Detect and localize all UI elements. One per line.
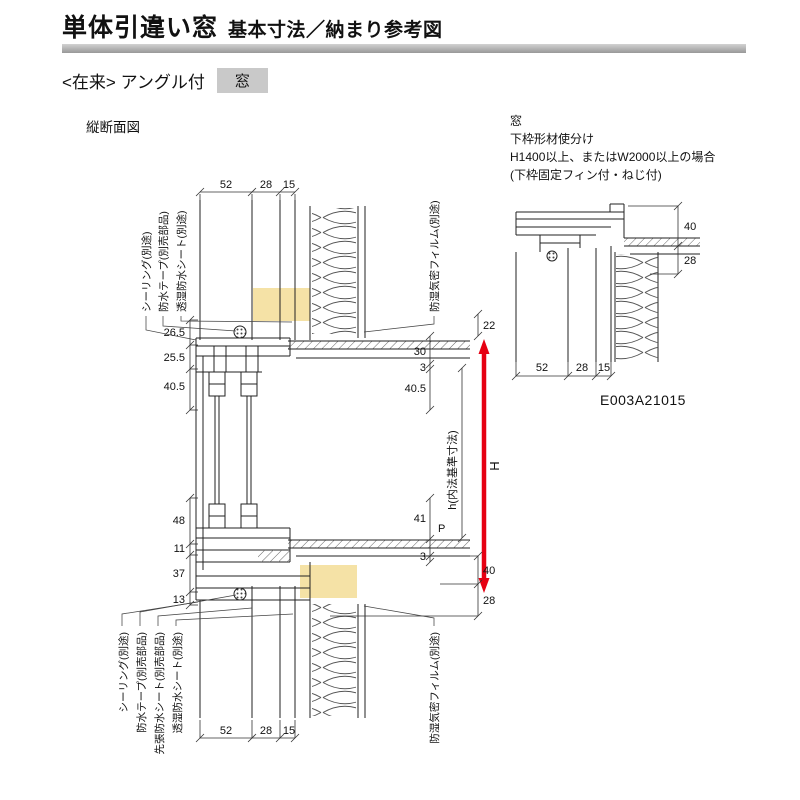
dim-label: 28: [260, 179, 272, 191]
dim-label: 28: [260, 725, 272, 737]
material-label: 先張防水シート(別売部品): [153, 632, 166, 755]
dim-label: 28: [684, 255, 696, 267]
dim-label: 22: [483, 320, 495, 332]
dim-label: 40: [483, 565, 495, 577]
dim-label: 15: [283, 179, 295, 191]
height-dimension-arrow: [478, 339, 490, 593]
inner-height-label: h(内法基準寸法): [445, 430, 459, 509]
insulation-batt-top: [312, 208, 356, 334]
dim-label: 48: [173, 515, 185, 527]
dim-label: 28: [576, 362, 588, 374]
overall-height-label: H: [487, 461, 502, 470]
dim-label: 11: [174, 543, 185, 555]
page-title: 単体引違い窓: [62, 14, 219, 42]
material-label: シーリング(別途): [117, 632, 130, 713]
dim-label: 3: [420, 362, 426, 374]
highlight-block-top: [253, 288, 310, 321]
dim-label: 28: [483, 595, 495, 607]
material-label: 防湿気密フィルム(別途): [428, 632, 441, 744]
detail-drawing: [515, 203, 700, 362]
sealant-backer-detail: [546, 250, 558, 262]
material-label: 防水テープ(別売部品): [135, 632, 148, 733]
dim-label: 40: [684, 221, 696, 233]
sealant-backer-top: [233, 325, 247, 339]
dim-label: 41: [414, 513, 426, 525]
main-section-drawing: [195, 200, 470, 718]
material-label: 透湿防水シート(別途): [171, 632, 184, 734]
insulation-batt-bottom: [312, 604, 356, 716]
dim-label: 3: [420, 551, 426, 563]
leader-lines: [121, 316, 435, 626]
note-block: 窓 下枠形材使分け H1400以上、またはW2000以上の場合 (下枠固定フィン…: [510, 112, 715, 184]
dim-label: 15: [283, 725, 295, 737]
dim-label: 15: [598, 362, 610, 374]
section-caption: 縦断面図: [86, 120, 140, 135]
note-line-1: 下枠形材使分け: [510, 132, 595, 146]
note-title: 窓: [510, 114, 523, 128]
detail-dimension-lines: [511, 201, 683, 381]
sealant-backer-bottom: [233, 587, 247, 601]
dim-label: 26.5: [164, 327, 185, 339]
category-box: 窓: [216, 68, 268, 93]
highlight-block-bottom: [300, 565, 357, 598]
dim-label: 52: [220, 179, 232, 191]
title-underline-bar: [62, 44, 746, 53]
dim-label: 25.5: [164, 352, 185, 364]
material-label: 防湿気密フィルム(別途): [428, 200, 441, 312]
dim-label: 30: [414, 346, 426, 358]
dim-label: 13: [173, 594, 185, 606]
material-label: 透湿防水シート(別途): [175, 211, 188, 313]
note-line-2: H1400以上、またはW2000以上の場合: [510, 150, 716, 164]
drawing-code: E003A21015: [600, 392, 686, 408]
page-subtitle: 基本寸法／納まり参考図: [228, 20, 443, 41]
insulation-batt-detail: [616, 254, 658, 360]
dim-label: 52: [220, 725, 232, 737]
dim-label: 52: [536, 362, 548, 374]
series-label: <在来> アングル付: [62, 73, 205, 92]
material-label: 防水テープ(別売部品): [157, 211, 170, 312]
dim-label: 40.5: [164, 381, 185, 393]
dim-label: 37: [173, 568, 185, 580]
dimension-lines: [185, 187, 483, 743]
note-line-3: (下枠固定フィン付・ねじ付): [510, 168, 662, 182]
material-label: シーリング(別途): [140, 232, 153, 313]
pitch-label: P: [438, 523, 445, 535]
series-row: <在来> アングル付 窓: [62, 68, 268, 93]
page-header: 単体引違い窓 基本寸法／納まり参考図: [62, 8, 443, 44]
dim-label: 40.5: [405, 383, 426, 395]
